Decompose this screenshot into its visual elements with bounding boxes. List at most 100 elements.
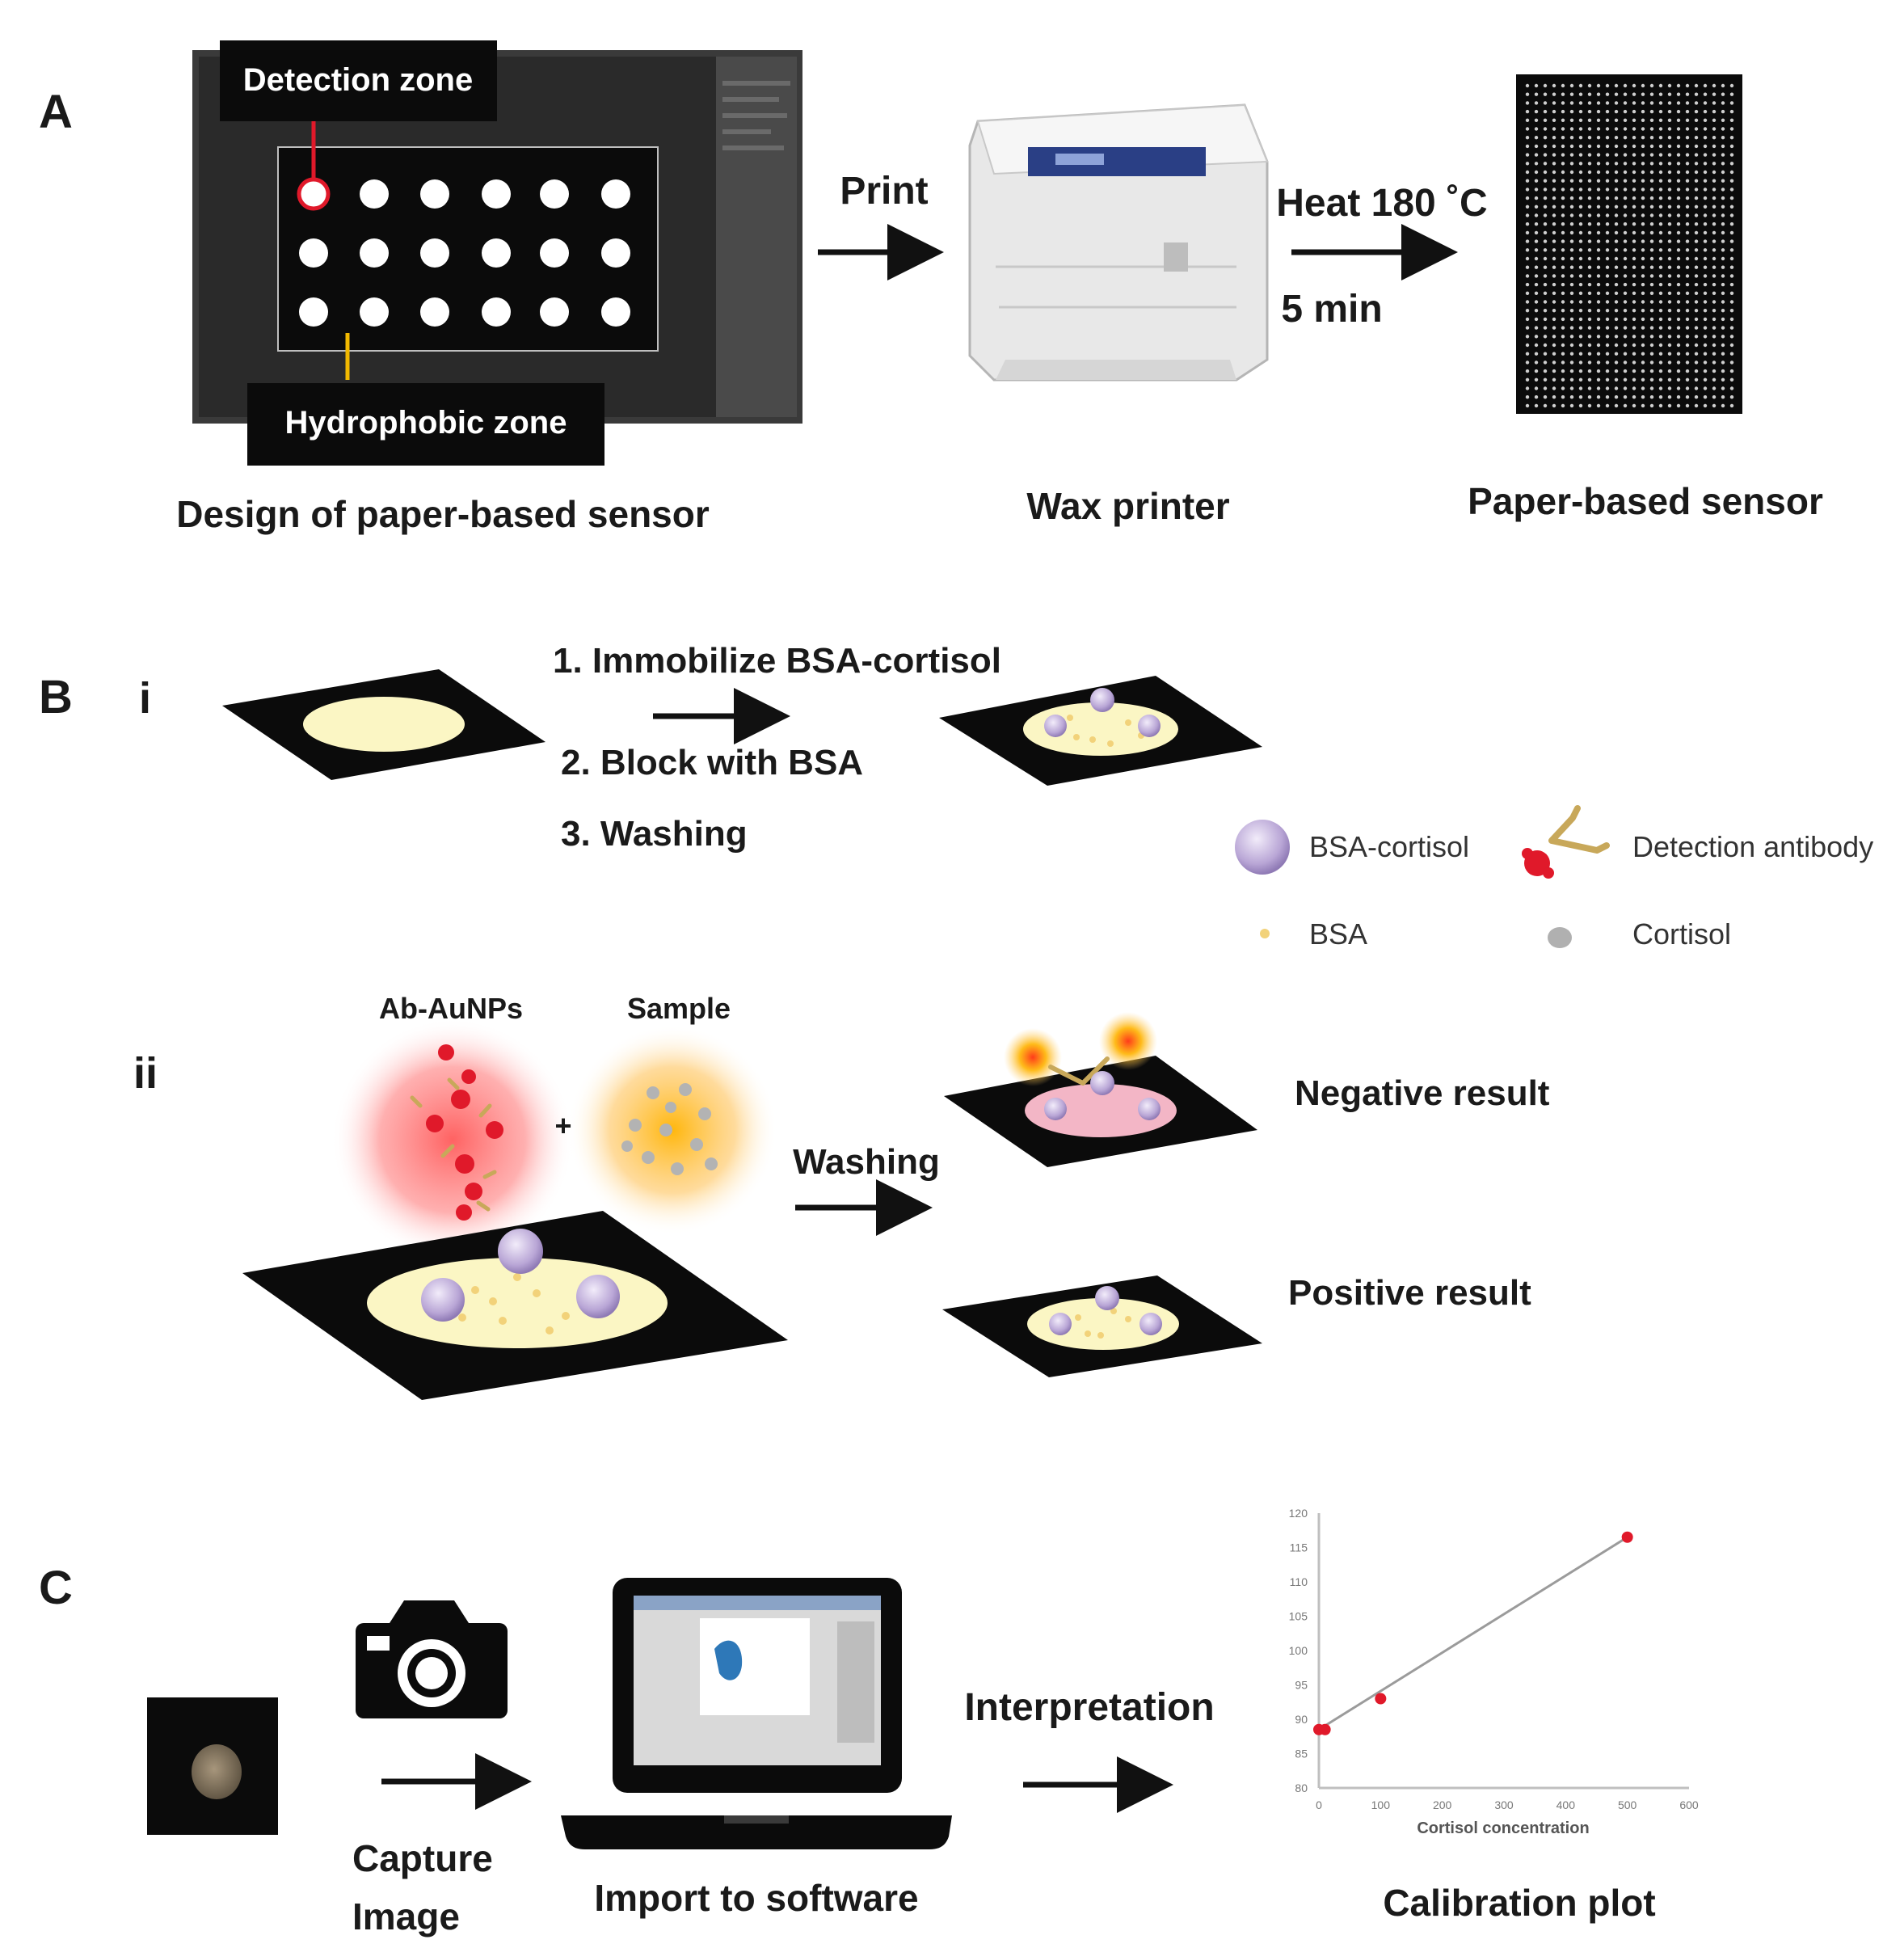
sheet-dot	[1694, 309, 1699, 313]
sheet-dot	[1614, 230, 1619, 235]
sheet-dot	[1552, 127, 1556, 131]
sheet-dot	[1667, 109, 1672, 114]
sheet-dot	[1578, 118, 1583, 122]
sheet-dot	[1596, 92, 1601, 96]
sheet-dot	[1685, 335, 1690, 339]
sheet-dot	[1587, 204, 1592, 209]
sheet-dot	[1534, 188, 1539, 192]
sheet-dot	[1623, 136, 1628, 140]
sheet-dot	[1632, 162, 1637, 166]
sheet-dot	[1552, 343, 1556, 348]
sheet-dot	[1623, 213, 1628, 217]
sheet-dot	[1676, 83, 1681, 88]
sheet-dot	[1703, 274, 1708, 278]
detection-zone-label: Detection zone	[243, 62, 473, 98]
sheet-dot	[1667, 239, 1672, 243]
sheet-dot	[1641, 109, 1645, 114]
time-label: 5 min	[1281, 288, 1382, 331]
sheet-dot	[1534, 248, 1539, 252]
sheet-dot	[1614, 274, 1619, 278]
sheet-dot	[1543, 170, 1548, 175]
sheet-dot	[1712, 361, 1717, 365]
sheet-dot	[1623, 170, 1628, 175]
sample-label: Sample	[627, 992, 731, 1025]
plot-y-tick-label: 95	[1295, 1679, 1308, 1692]
sheet-dot	[1712, 170, 1717, 175]
positive-result-pad	[942, 1275, 1262, 1377]
sheet-dot	[1569, 83, 1574, 88]
sheet-dot	[1729, 92, 1734, 96]
sheet-dot	[1649, 352, 1654, 356]
sheet-dot	[1578, 395, 1583, 399]
sheet-dot	[1658, 101, 1663, 105]
sheet-dot	[1605, 196, 1610, 200]
sheet-dot	[1729, 162, 1734, 166]
sheet-dot	[1632, 204, 1637, 209]
sheet-dot	[1729, 204, 1734, 209]
sheet-dot	[1729, 83, 1734, 88]
sheet-dot	[1561, 343, 1565, 348]
sheet-dot	[1614, 101, 1619, 105]
sheet-dot	[1729, 343, 1734, 348]
sheet-dot	[1569, 369, 1574, 373]
sheet-dot	[1667, 377, 1672, 382]
sheet-dot	[1632, 326, 1637, 330]
sheet-dot	[1605, 239, 1610, 243]
sheet-dot	[1596, 377, 1601, 382]
sheet-dot	[1552, 377, 1556, 382]
sheet-dot	[1543, 92, 1548, 96]
sheet-dot	[1649, 377, 1654, 382]
sheet-dot	[1641, 162, 1645, 166]
heat-label: Heat 180 ˚C	[1276, 182, 1487, 225]
sheet-dot	[1712, 136, 1717, 140]
sheet-dot	[1561, 162, 1565, 166]
sheet-dot	[1667, 274, 1672, 278]
sheet-dot	[1596, 274, 1601, 278]
sheet-dot	[1667, 352, 1672, 356]
sheet-dot	[1658, 118, 1663, 122]
sheet-dot	[1641, 118, 1645, 122]
sheet-dot	[1641, 386, 1645, 390]
sheet-dot	[1694, 118, 1699, 122]
sheet-dot	[1729, 361, 1734, 365]
sample-solution	[567, 1025, 777, 1235]
sheet-dot	[1525, 395, 1530, 399]
sheet-dot	[1685, 274, 1690, 278]
sheet-dot	[1605, 317, 1610, 322]
sheet-dot	[1703, 403, 1708, 408]
sheet-dot	[1614, 317, 1619, 322]
sheet-dot	[1658, 361, 1663, 365]
sheet-dot	[1525, 282, 1530, 287]
sheet-dot	[1676, 265, 1681, 269]
sheet-dot	[1703, 256, 1708, 261]
sheet-dot	[1534, 153, 1539, 157]
sheet-dot	[1561, 386, 1565, 390]
sheet-dot	[1569, 170, 1574, 175]
sheet-dot	[1649, 144, 1654, 149]
sheet-dot	[1543, 127, 1548, 131]
sheet-dot	[1552, 274, 1556, 278]
sheet-dot	[1676, 170, 1681, 175]
camera-icon	[356, 1600, 508, 1718]
sheet-dot	[1623, 153, 1628, 157]
sheet-dot	[1685, 386, 1690, 390]
legend: BSA-cortisol Detection antibody BSA Cort…	[1235, 805, 1873, 951]
sheet-dot	[1587, 188, 1592, 192]
sheet-dot	[1623, 309, 1628, 313]
sheet-dot	[1587, 109, 1592, 114]
sheet-dot	[1667, 127, 1672, 131]
sheet-dot	[1712, 282, 1717, 287]
sheet-dot	[1561, 127, 1565, 131]
sheet-dot	[1658, 309, 1663, 313]
sheet-dot	[1658, 204, 1663, 209]
sheet-dot	[1676, 222, 1681, 226]
sheet-dot	[1649, 170, 1654, 175]
sheet-dot	[1658, 274, 1663, 278]
sheet-dot	[1641, 204, 1645, 209]
sheet-dot	[1729, 101, 1734, 105]
legend-bsa-swatch	[1260, 929, 1270, 938]
sheet-dot	[1605, 118, 1610, 122]
sheet-dot	[1703, 395, 1708, 399]
sheet-dot	[1534, 395, 1539, 399]
sheet-dot	[1534, 136, 1539, 140]
